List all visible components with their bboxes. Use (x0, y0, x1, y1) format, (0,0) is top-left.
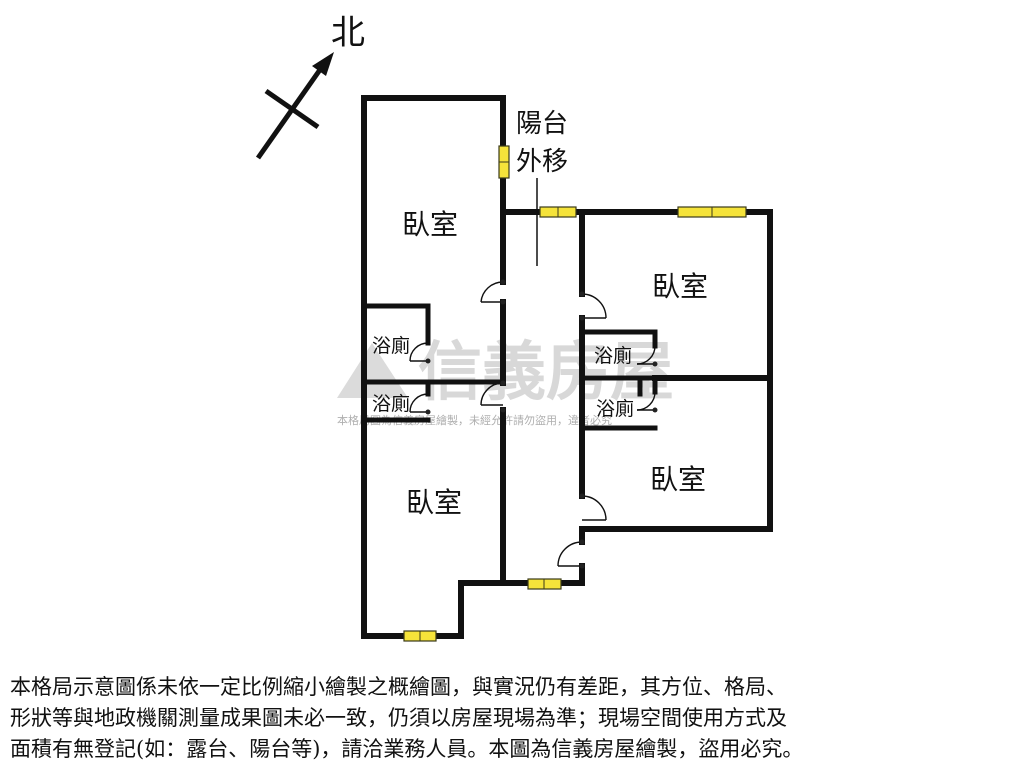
watermark-subtext: 本格局圖為信義房屋繪製，未經允許請勿盜用，違者必究 (337, 413, 612, 427)
room-label-bath-west-lower: 浴廁 (372, 392, 410, 415)
balcony-note: 陽台 外移 (516, 109, 568, 266)
room-label-bedroom-northeast: 臥室 (652, 270, 708, 303)
disclaimer-line: 本格局示意圖係未依一定比例縮小繪製之概繪圖，與實況仍有差距，其方位、格局、 (10, 675, 787, 699)
room-label-bedroom-southwest: 臥室 (406, 486, 462, 519)
window-south-entry (527, 578, 562, 590)
balcony-note-line2: 外移 (516, 147, 568, 177)
room-label-bath-east-upper: 浴廁 (594, 344, 632, 367)
north-arrow: 北 (255, 13, 365, 160)
north-label: 北 (331, 13, 365, 53)
room-label-bath-west-upper: 浴廁 (372, 334, 410, 357)
door-bath-west-lower (409, 393, 431, 415)
door-entry (557, 539, 585, 569)
walls (361, 95, 773, 639)
window-south-bedroom (403, 630, 437, 642)
watermark: 信義房屋 本格局圖為信義房屋繪製，未經允許請勿盜用，違者必究 (337, 336, 674, 427)
door-bedroom-northeast (579, 291, 607, 321)
disclaimer-text: 本格局示意圖係未依一定比例縮小繪製之概繪圖，與實況仍有差距，其方位、格局、 形狀… (10, 672, 1014, 765)
window-north-balcony (539, 206, 577, 218)
watermark-brand: 信義房屋 (418, 336, 674, 410)
door-bedroom-southeast (579, 493, 607, 521)
disclaimer-line: 形狀等與地政機關測量成果圖未必一致，仍須以房屋現場為準；現場空間使用方式及 (10, 706, 787, 730)
disclaimer-line: 面積有無登記(如：露台、陽台等)，請洽業務人員。本圖為信義房屋繪製，盜用必究。 (10, 737, 804, 761)
floor-plan: 北 信義房屋 本格局圖為信義房屋繪製，未經允許請勿盜用，違者必究 (255, 13, 773, 642)
door-bath-west-upper (409, 342, 431, 364)
room-label-bath-east-lower: 浴廁 (596, 397, 634, 420)
window-north-bedroom (677, 206, 747, 218)
door-bath-east-lower (636, 391, 658, 413)
door-bedroom-southwest (480, 380, 506, 413)
room-label-bedroom-northwest: 臥室 (402, 208, 458, 241)
room-label-bedroom-southeast: 臥室 (650, 463, 706, 496)
door-bath-east-upper (636, 345, 658, 367)
window-west-vertical (498, 145, 510, 179)
balcony-note-line1: 陽台 (516, 109, 568, 139)
door-bedroom-northwest (480, 279, 506, 305)
